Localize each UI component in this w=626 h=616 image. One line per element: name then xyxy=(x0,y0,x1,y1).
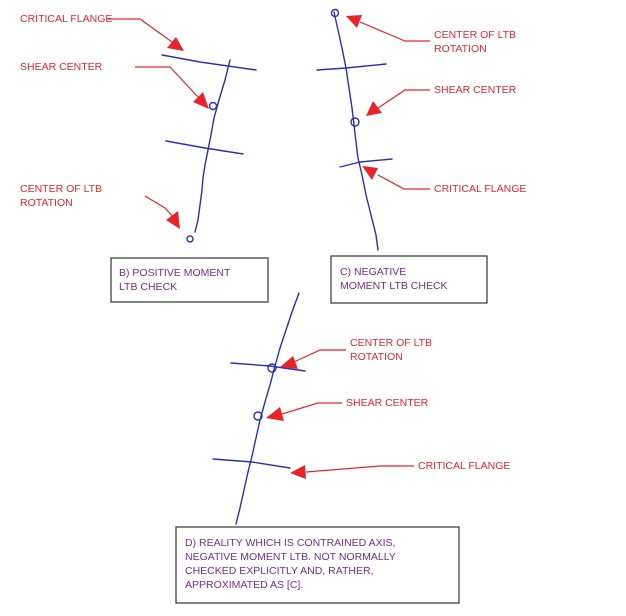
panel-b-shear-center-leader xyxy=(135,66,199,98)
panel-d-caption-line1: D) REALITY WHICH IS CONTRAINED AXIS, xyxy=(185,537,395,549)
panel-c-rotation-label-line2: ROTATION xyxy=(434,43,487,55)
panel-b-rotation-leader xyxy=(144,195,175,219)
panel-b-shear-center-marker xyxy=(208,101,218,111)
panel-d-top-flange xyxy=(230,362,306,372)
panel-d-bottom-flange xyxy=(212,458,291,469)
panel-b-critical-flange-arrow xyxy=(167,37,184,51)
panel-c-rotation-center-marker xyxy=(330,8,340,18)
panel-b-critical-flange-label: CRITICAL FLANGE xyxy=(20,13,112,25)
panel-b-rotation-center-marker xyxy=(186,235,194,243)
panel-b-shear-center-arrow xyxy=(193,92,209,109)
panel-b-caption-box xyxy=(110,257,269,303)
panel-c-bottom-flange xyxy=(339,158,393,168)
panel-c-rotation-label-line1: CENTER OF LTB xyxy=(434,29,516,41)
panel-c-critical-flange-label: CRITICAL FLANGE xyxy=(434,183,526,195)
panel-c-rotation-leader xyxy=(359,21,430,42)
panel-d-rotation-label-line1: CENTER OF LTB xyxy=(350,337,432,349)
panel-b-rotation-arrow xyxy=(166,211,180,229)
panel-b-web xyxy=(194,59,231,233)
panel-c-caption-line2: MOMENT LTB CHECK xyxy=(340,280,448,292)
panel-d-critical-flange-label: CRITICAL FLANGE xyxy=(418,460,510,472)
panel-d-caption-line2: NEGATIVE MOMENT LTB. NOT NORMALLY xyxy=(185,551,396,563)
panel-b-caption-line1: B) POSITIVE MOMENT xyxy=(119,267,231,279)
panel-d-caption-line3: CHECKED EXPLICITLY AND, RATHER, xyxy=(185,565,373,577)
panel-c-shear-center-arrow xyxy=(366,101,382,116)
panel-d-shear-center-arrow xyxy=(266,407,284,421)
panel-c-shear-center-label: SHEAR CENTER xyxy=(434,84,517,96)
panel-d-rotation-label-line2: ROTATION xyxy=(350,351,403,363)
panel-b-shear-center-label: SHEAR CENTER xyxy=(20,61,103,73)
panel-d-web xyxy=(235,292,300,525)
panel-b-rotation-label-line2: ROTATION xyxy=(20,197,73,209)
panel-d-caption-box xyxy=(175,526,460,604)
panel-d-rotation-leader xyxy=(293,349,346,363)
panel-d-shear-center-leader xyxy=(281,402,342,415)
panel-c-top-flange xyxy=(316,63,387,71)
panel-b-rotation-label-line1: CENTER OF LTB xyxy=(20,183,102,195)
panel-d-critical-flange-leader xyxy=(305,465,414,473)
panel-d-shear-center-label: SHEAR CENTER xyxy=(346,397,429,409)
panel-b-bottom-flange xyxy=(165,140,244,155)
panel-d-rotation-arrow xyxy=(280,356,298,369)
panel-c-shear-center-marker xyxy=(350,117,360,127)
panel-d-shear-center-marker xyxy=(253,411,263,421)
panel-d: CENTER OF LTB ROTATION SHEAR CENTER CRIT… xyxy=(175,292,510,604)
panel-d-critical-flange-arrow xyxy=(290,465,306,479)
panel-d-rotation-center-marker xyxy=(267,363,277,373)
panel-c-caption-line1: C) NEGATIVE xyxy=(340,266,406,278)
panel-c: CENTER OF LTB ROTATION SHEAR CENTER CRIT… xyxy=(316,8,526,304)
panel-b: CRITICAL FLANGE SHEAR CENTER CENTER OF L… xyxy=(20,13,269,303)
panel-b-top-flange xyxy=(161,54,257,71)
panel-c-web xyxy=(333,11,379,251)
panel-d-caption-line4: APPROXIMATED AS [C]. xyxy=(185,579,303,591)
panel-b-caption-line2: LTB CHECK xyxy=(119,281,177,293)
panel-c-critical-flange-arrow xyxy=(362,166,378,180)
panel-c-caption-box xyxy=(330,255,488,304)
panel-c-shear-center-leader xyxy=(377,89,430,109)
panel-c-critical-flange-leader xyxy=(377,174,430,190)
panel-c-rotation-arrow xyxy=(346,15,362,28)
panel-b-critical-flange-leader xyxy=(108,18,173,43)
